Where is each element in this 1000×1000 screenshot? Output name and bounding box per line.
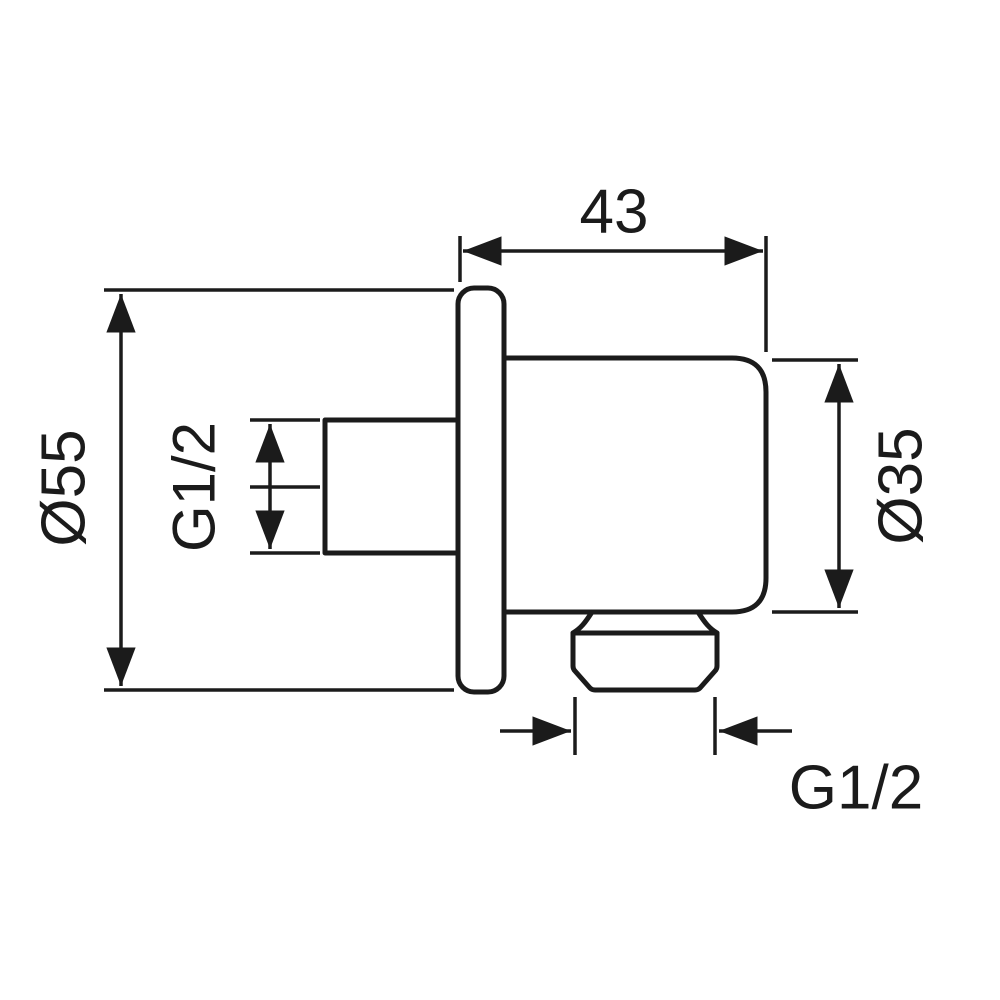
flange-outline xyxy=(455,285,507,695)
dimension-flange-diameter: Ø55 xyxy=(30,288,454,692)
dimension-label-flange-diameter: Ø55 xyxy=(30,429,99,546)
dimension-label-outlet-thread: G1/2 xyxy=(789,754,923,823)
inlet-port-outline xyxy=(322,417,465,556)
outlet-nut-outline xyxy=(570,609,720,693)
dimension-inlet-thread: G1/2 xyxy=(161,418,320,555)
dimension-label-top-width: 43 xyxy=(580,178,649,247)
dimension-outlet-thread: G1/2 xyxy=(500,697,923,823)
dimension-label-inlet-thread: G1/2 xyxy=(161,422,228,552)
dimension-label-body-diameter: Ø35 xyxy=(867,427,936,544)
dimension-body-diameter: Ø35 xyxy=(772,358,936,614)
dimension-top-width: 43 xyxy=(458,178,768,352)
body-outline xyxy=(501,355,769,615)
